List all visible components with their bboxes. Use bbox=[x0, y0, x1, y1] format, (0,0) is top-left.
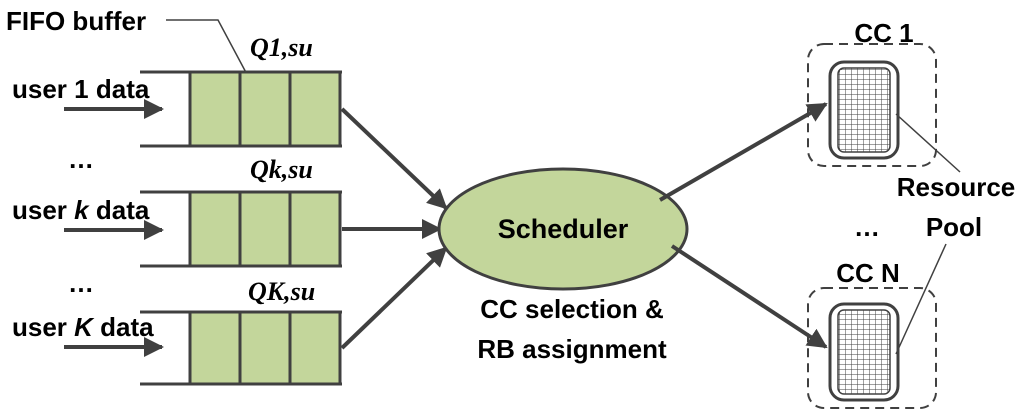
queue-1-slot-3 bbox=[288, 70, 342, 148]
scheduler-ellipse bbox=[437, 167, 689, 291]
user-row-1: user 1 data Q1,su bbox=[12, 33, 342, 148]
resource-pool-label-line-1: Resource bbox=[897, 172, 1016, 202]
queue-k-slot-1 bbox=[188, 190, 242, 268]
resource-pool-connector-cc1 bbox=[895, 113, 961, 173]
queue-K-slot-3 bbox=[288, 310, 342, 386]
queue-k-slot-3 bbox=[288, 190, 342, 268]
user-row-K: user K data QK,su bbox=[12, 277, 342, 386]
user-k-data-label: user k data bbox=[12, 195, 150, 225]
queue-k-slot-2 bbox=[238, 190, 292, 268]
queue-k-label: Qk,su bbox=[250, 155, 313, 184]
queue-1-to-scheduler-arrow bbox=[340, 107, 448, 210]
cc-N-group: CC N bbox=[807, 258, 937, 409]
resource-pool-label-line-2: Pool bbox=[926, 212, 982, 242]
cc-1-dashed-box bbox=[807, 43, 937, 167]
cc-1-group: CC 1 bbox=[807, 18, 937, 167]
scheduler-caption-line-2: RB assignment bbox=[477, 334, 667, 364]
cc-N-dashed-box bbox=[807, 287, 937, 409]
cc-N-label: CC N bbox=[836, 258, 900, 288]
scheduler-label: Scheduler bbox=[498, 214, 629, 244]
fifo-buffer-label: FIFO buffer bbox=[6, 6, 146, 36]
cc-N-resource-grid bbox=[837, 309, 891, 395]
user-1-data-label: user 1 data bbox=[12, 74, 150, 104]
ellipsis-1: … bbox=[68, 144, 94, 174]
scheduler-to-ccN-arrow bbox=[670, 244, 828, 349]
queue-1-slot-2 bbox=[238, 70, 292, 148]
ellipsis-2: … bbox=[68, 268, 94, 298]
scheduler-caption-line-1: CC selection & bbox=[480, 294, 664, 324]
resource-pool-connector-ccN bbox=[895, 243, 947, 355]
queue-K-slot-1 bbox=[188, 310, 242, 386]
cc-1-resource-grid bbox=[837, 67, 891, 153]
cc-1-label: CC 1 bbox=[854, 18, 913, 48]
ellipsis-cc: … bbox=[854, 212, 880, 242]
queue-1-slot-1 bbox=[188, 70, 242, 148]
queue-K-slot-2 bbox=[238, 310, 292, 386]
user-K-data-label: user K data bbox=[12, 312, 154, 342]
queue-1-label: Q1,su bbox=[250, 33, 313, 62]
queue-K-label: QK,su bbox=[248, 277, 315, 306]
queue-K-to-scheduler-arrow bbox=[340, 246, 448, 350]
user-row-k: user k data Qk,su bbox=[12, 155, 342, 268]
scheduler-to-cc1-arrow bbox=[658, 102, 828, 202]
